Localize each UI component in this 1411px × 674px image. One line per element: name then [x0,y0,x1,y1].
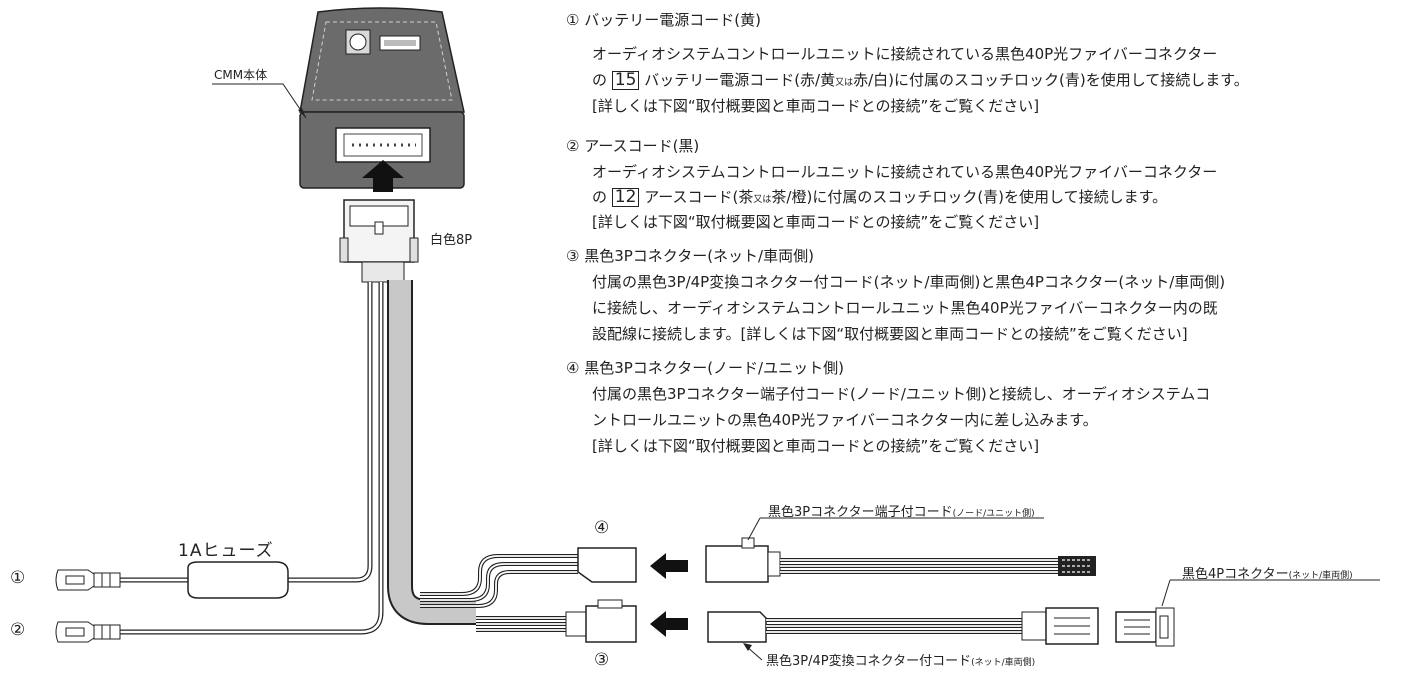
label-white-8p: 白色8P [430,233,473,248]
arrow-to-3 [650,611,688,637]
label-conversion-cord-main: 黒色3P/4P変換コネクター付コード [766,654,972,669]
label-conversion-cord: 黒色3P/4P変換コネクター付コード(ネット/車両側) [766,650,1035,669]
item4-line2: ントロールユニットの黒色40P光ファイバーコネクター内に差し込みます。 [592,411,1098,429]
item1-title: ① バッテリー電源コード(黄) [566,11,761,29]
node-unit-cord [705,537,1096,583]
item1-line2-a: の [592,71,612,89]
label-fuse: 1Aヒューズ [178,541,274,561]
item3-line2: に接続し、オーディオシステムコントロールユニット黒色40P光ファイバーコネクター… [592,299,1218,317]
label-node-unit-cord-side: (ノード/ユニット側) [952,509,1035,519]
item4-line3: [詳しくは下図“取付概要図と車両コードとの接続”をご覧ください] [592,437,1040,455]
item2-line2-or: 又は [753,195,772,205]
label-4p-connector: 黒色4Pコネクター(ネット/車両側) [1182,563,1353,582]
wire-power [288,282,373,583]
item1-line2: の 15 バッテリー電源コード(赤/黄又は赤/白)に付属のスコッチロック(青)を… [592,70,1249,94]
item1-line2-c: 赤/白)に付属のスコッチロック(青)を使用して接続します。 [853,71,1249,89]
item3-line3: 設配線に接続します。[詳しくは下図“取付概要図と車両コードとの接続”をご覧くださ… [592,325,1188,343]
wire-number-15: 15 [611,71,640,90]
label-cmm-unit: CMM本体 [214,68,268,82]
connector-4 [577,547,637,583]
label-node-unit-cord-main: 黒色3Pコネクター端子付コード [768,505,953,520]
item2-line2: の 12 アースコード(茶又は茶/橙)に付属のスコッチロック(青)を使用して接続… [592,187,1167,211]
fuse-holder [187,561,289,599]
marker-1: ① [10,568,26,588]
insert-arrow [362,160,404,192]
arrow-to-4 [650,553,688,579]
terminal-1 [55,569,121,591]
cmm-unit [299,7,465,189]
item2-title: ② アースコード(黒) [566,137,700,155]
conversion-cord [707,607,1099,645]
cmm-leader [212,83,307,119]
item2-line1: オーディオシステムコントロールユニットに接続されている黒色40P光ファイバーコネ… [592,163,1218,181]
item2-line2-b: アースコード(茶 [639,188,754,206]
label-4p-connector-main: 黒色4Pコネクター [1182,567,1289,582]
wire-number-12: 12 [611,188,640,207]
item4-line1: 付属の黒色3Pコネクター端子付コード(ノード/ユニット側)と接続し、オーディオシ… [592,385,1211,403]
label-4p-connector-side: (ネット/車両側) [1288,571,1353,581]
connector-3 [565,599,637,643]
item3-title: ③ 黒色3Pコネクター(ネット/車両側) [566,247,814,265]
item2-line2-a: の [592,188,612,206]
marker-4: ④ [594,518,610,538]
item1-line2-or: 又は [835,78,854,88]
terminal-2 [55,621,121,643]
label-node-unit-cord: 黒色3Pコネクター端子付コード(ノード/ユニット側) [768,501,1035,520]
white-8p-connector [339,199,419,283]
item1-line2-b: バッテリー電源コード(赤/黄 [639,71,836,89]
item1-line1: オーディオシステムコントロールユニットに接続されている黒色40P光ファイバーコネ… [592,45,1218,63]
label-conversion-cord-side: (ネット/車両側) [971,658,1036,668]
marker-3: ③ [594,650,610,670]
item2-line3: [詳しくは下図“取付概要図と車両コードとの接続”をご覧ください] [592,213,1040,231]
item2-line2-c: 茶/橙)に付属のスコッチロック(青)を使用して接続します。 [771,188,1168,206]
item4-title: ④ 黒色3Pコネクター(ノード/ユニット側) [566,359,844,377]
item1-line3: [詳しくは下図“取付概要図と車両コードとの接続”をご覧ください] [592,97,1040,115]
marker-2: ② [10,620,26,640]
connector-4p [1115,607,1175,647]
item3-line1: 付属の黒色3P/4P変換コネクター付コード(ネット/車両側)と黒色4Pコネクター… [592,273,1226,291]
main-harness [387,280,476,625]
